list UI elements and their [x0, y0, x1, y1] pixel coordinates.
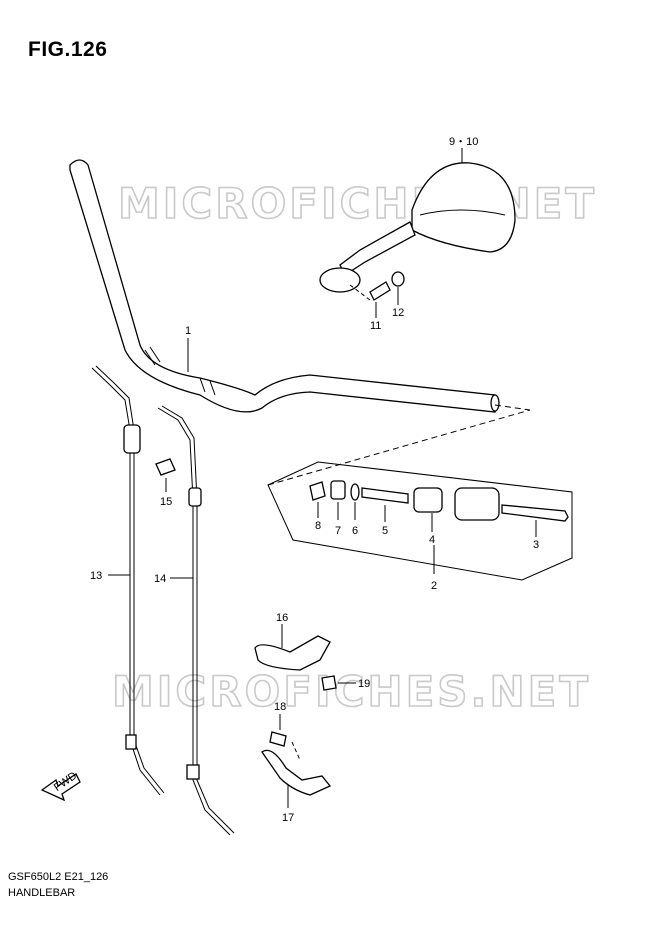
bar-end-collar-part[interactable]	[330, 480, 346, 520]
callout-6: 6	[352, 525, 358, 537]
callout-18: 18	[274, 701, 286, 713]
callout-11: 11	[370, 320, 381, 332]
bar-end-damper-part[interactable]	[413, 487, 443, 532]
callout-4: 4	[429, 534, 435, 546]
callout-13: 13	[90, 570, 102, 582]
bar-end-screw-part[interactable]	[501, 504, 569, 537]
callout-16: 16	[276, 612, 288, 624]
clamp-bolt-part[interactable]	[321, 675, 356, 691]
fwd-arrow-icon: FWD	[40, 770, 81, 802]
callout-8: 8	[315, 520, 321, 532]
mirror-bolt-part[interactable]	[369, 281, 391, 318]
bar-end-rod-part[interactable]	[361, 487, 409, 522]
bar-end-nut-part[interactable]	[309, 481, 326, 518]
bar-end-weight-part[interactable]	[454, 487, 500, 521]
throttle-cable-no1-part[interactable]	[91, 365, 165, 796]
mirror-part[interactable]	[319, 148, 516, 301]
callout-19: 19	[358, 678, 370, 690]
callout-5: 5	[382, 525, 388, 537]
callout-1: 1	[185, 325, 191, 337]
bar-end-washer-part[interactable]	[350, 483, 360, 520]
clamp-screw-part[interactable]	[269, 714, 301, 761]
callout-17: 17	[282, 812, 294, 824]
callout-2: 2	[431, 580, 437, 592]
callout-3: 3	[533, 539, 539, 551]
cable-clamp-lower-part[interactable]	[261, 749, 332, 808]
handlebar-part[interactable]	[69, 159, 500, 413]
callout-12: 12	[392, 307, 404, 319]
bar-end-assembly	[267, 404, 573, 581]
watermark-top: MICROFICHES.NET	[118, 179, 597, 228]
callout-9-10: 9・10	[449, 136, 478, 148]
cable-clamp-upper-part[interactable]	[254, 624, 331, 671]
cable-screw-part[interactable]	[155, 458, 176, 492]
callout-15: 15	[160, 496, 172, 508]
callout-7: 7	[335, 525, 341, 537]
callout-14: 14	[154, 573, 166, 585]
mirror-cap-part[interactable]	[391, 271, 405, 305]
throttle-cable-no2-part[interactable]	[157, 405, 235, 836]
diagram-code: GSF650L2 E21_126	[8, 871, 109, 883]
diagram-name: HANDLEBAR	[8, 887, 76, 899]
watermark-bottom: MICROFICHES.NET	[112, 667, 591, 716]
figure-title: FIG.126	[28, 38, 108, 61]
